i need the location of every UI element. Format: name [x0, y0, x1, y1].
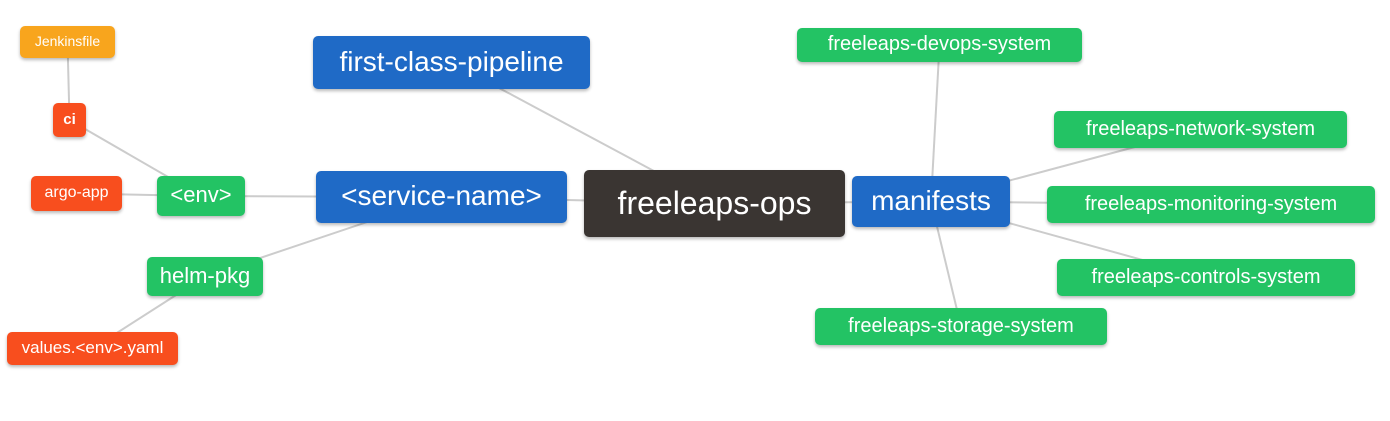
node-label: Jenkinsfile [34, 33, 101, 49]
node-label: helm-pkg [159, 262, 251, 288]
node-manifests[interactable]: manifests [852, 176, 1010, 227]
node-ops[interactable]: freeleaps-ops [584, 170, 845, 237]
node-network[interactable]: freeleaps-network-system [1054, 111, 1347, 148]
node-label: freeleaps-monitoring-system [1084, 192, 1338, 215]
node-pipeline[interactable]: first-class-pipeline [313, 36, 590, 89]
node-label: freeleaps-controls-system [1091, 265, 1321, 288]
node-label: freeleaps-devops-system [827, 33, 1052, 55]
node-storage[interactable]: freeleaps-storage-system [815, 308, 1107, 345]
node-label: first-class-pipeline [339, 45, 564, 77]
node-label: manifests [871, 184, 991, 216]
edge-manifests-devops [930, 44, 941, 202]
node-label: freeleaps-ops [617, 184, 812, 221]
node-label: <env> [170, 182, 232, 207]
node-values[interactable]: values.<env>.yaml [7, 332, 178, 365]
node-label: argo-app [44, 183, 109, 201]
node-label: freeleaps-network-system [1086, 117, 1315, 140]
node-devops[interactable]: freeleaps-devops-system [797, 28, 1082, 62]
node-service[interactable]: <service-name> [316, 171, 567, 223]
node-jenkinsfile[interactable]: Jenkinsfile [20, 26, 115, 58]
node-monitoring[interactable]: freeleaps-monitoring-system [1047, 186, 1375, 223]
node-env[interactable]: <env> [157, 176, 245, 216]
node-argo-app[interactable]: argo-app [31, 176, 122, 211]
node-label: freeleaps-storage-system [848, 314, 1074, 337]
node-helm-pkg[interactable]: helm-pkg [147, 257, 263, 296]
node-label: <service-name> [341, 180, 542, 211]
node-label: values.<env>.yaml [21, 338, 164, 357]
node-controls[interactable]: freeleaps-controls-system [1057, 259, 1355, 296]
node-ci[interactable]: ci [53, 103, 86, 137]
node-label: ci [63, 110, 76, 128]
